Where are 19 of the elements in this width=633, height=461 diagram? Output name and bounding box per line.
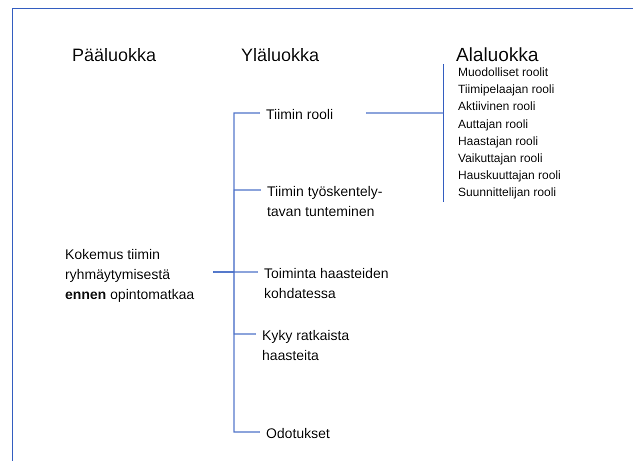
category-label: Toiminta haasteiden kohdatessa <box>264 264 390 303</box>
column-heading: Pääluokka <box>72 45 156 66</box>
connector-line <box>366 112 443 114</box>
subcategory-label: Suunnittelijan rooli <box>458 184 558 202</box>
subcategory-label: Auttajan rooli <box>458 116 530 133</box>
connector-line <box>213 271 260 433</box>
category-label: Kyky ratkaista haasteita <box>262 326 350 365</box>
subcategory-label: Haastajan rooli <box>458 132 540 150</box>
subcategory-label: Aktiivinen rooli <box>458 98 536 116</box>
subcategory-label: Muodolliset roolit <box>458 64 550 81</box>
column-heading: Alaluokka <box>456 45 538 67</box>
subcategory-label: Tiimipelaajan rooli <box>458 81 556 98</box>
subcategory-label: Hauskuuttajan rooli <box>458 167 562 184</box>
category-label: Tiimin työskentely- tavan tunteminen <box>267 182 384 221</box>
column-heading: Yläluokka <box>241 45 320 66</box>
category-label: Odotukset <box>266 424 331 443</box>
subcategory-label: Vaikuttajan rooli <box>458 150 544 168</box>
category-label: Kokemus tiimin ryhmäytymisestä ennen opintomatkaa <box>65 245 196 304</box>
category-label: Tiimin rooli <box>266 105 334 124</box>
